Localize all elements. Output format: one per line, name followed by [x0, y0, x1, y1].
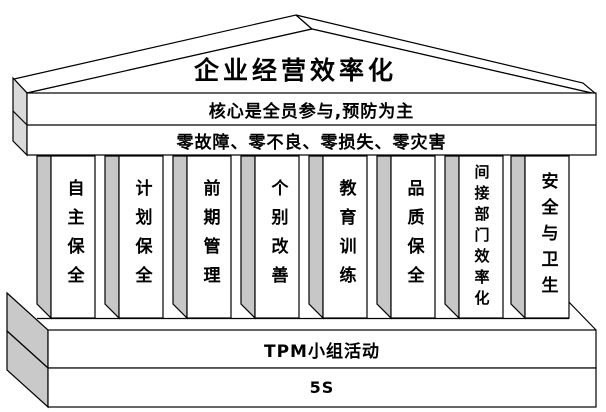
pillar-8-face: [524, 155, 570, 319]
base-tier1-label: TPM小组活动: [48, 330, 596, 368]
pillar-1-side: [36, 155, 52, 320]
pillar-3-face: [186, 155, 232, 319]
pillar-2-face: [118, 155, 164, 319]
base-tier2-label: 5S: [48, 368, 596, 407]
roof-title: 企业经营效率化: [11, 52, 580, 86]
pillar-5-side: [308, 155, 324, 320]
base-tier1-text: TPM小组活动: [264, 341, 380, 362]
pillar-label-safety-health: 安全与卫生: [537, 172, 558, 302]
roof-title-text: 企业经营效率化: [193, 56, 397, 85]
pillar-3-side: [172, 155, 188, 320]
base-tier1-front-face: [47, 329, 597, 369]
pillar-label-quality-maintenance: 品质保全: [403, 179, 424, 295]
entablature-line1-text: 核心是全员参与,预防为主: [208, 102, 415, 122]
entablature-front-face: [26, 92, 597, 156]
entablature-line2: 零故障、零不良、零损失、零灾害: [27, 125, 596, 155]
pillar-5-face: [322, 155, 368, 319]
pillar-1-face: [50, 155, 96, 319]
pillar-label-early-management: 前期管理: [199, 179, 220, 295]
pillar-2-side: [104, 155, 120, 320]
pillar-7-face: [458, 155, 504, 319]
pillar-label-office-tpm: 间接部门效率化: [472, 163, 491, 311]
pillar-4-side: [240, 155, 256, 320]
platform-right-top-edge: [565, 298, 597, 331]
pillar-label-education-training: 教育训练: [335, 179, 356, 295]
entablature-line2-text: 零故障、零不良、零损失、零灾害: [176, 132, 447, 153]
base-tier2-front-face: [47, 367, 597, 408]
entablature-side-divider-line: [12, 110, 28, 126]
pillar-label-focused-improvement: 个别改善: [267, 179, 288, 295]
base-tier2-text: 5S: [309, 378, 335, 397]
pillar-6-face: [390, 155, 436, 319]
pillar-8-side: [510, 155, 526, 320]
pillar-4-face: [254, 155, 300, 319]
pillar-6-side: [376, 155, 392, 320]
pillar-7-side: [444, 155, 460, 320]
pillar-label-autonomous-maintenance: 自主保全: [63, 179, 84, 295]
pillar-label-planned-maintenance: 计划保全: [131, 179, 152, 295]
entablature-line1: 核心是全员参与,预防为主: [27, 94, 596, 125]
